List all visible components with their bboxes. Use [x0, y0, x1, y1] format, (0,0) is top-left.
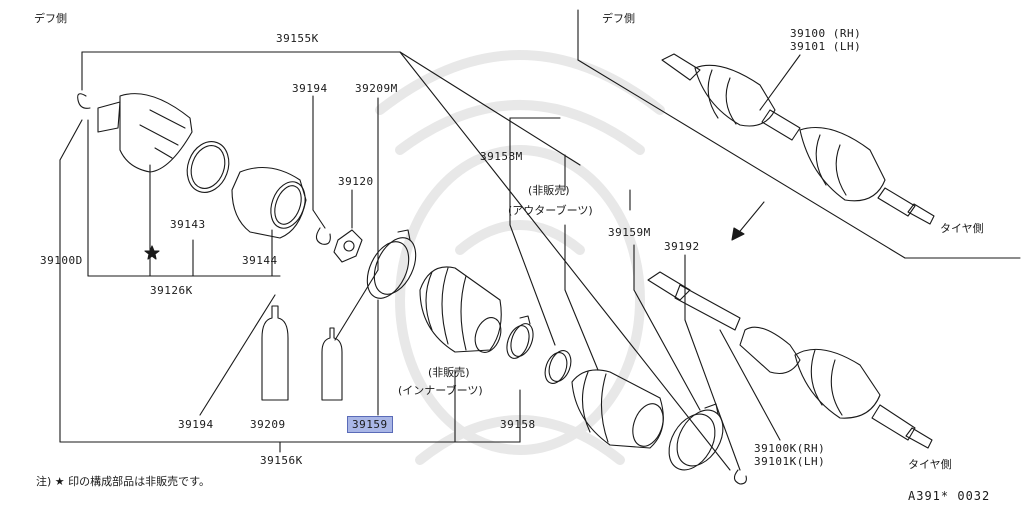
label-39100D: 39100D — [40, 254, 83, 267]
part-dust-cover — [231, 167, 307, 239]
label-39101KLH: 39101K(LH) — [754, 455, 826, 468]
part-drive-shaft-upper — [661, 53, 935, 225]
footnote: 注) ★ 印の構成部品は非販売です。 — [36, 475, 211, 488]
label-39158: 39158 — [500, 418, 536, 431]
label-39155K: 39155K — [276, 32, 319, 45]
label-39100RH: 39100 (RH) — [790, 27, 862, 40]
label-39192: 39192 — [664, 240, 700, 253]
part-grease-tube-small — [321, 327, 343, 401]
label-diff-side-left: デフ側 — [34, 12, 67, 25]
label-39143: 39143 — [170, 218, 206, 231]
label-39209M: 39209M — [355, 82, 398, 95]
label-diff-side-right: デフ側 — [602, 12, 635, 25]
label-tire-side-upper: タイヤ側 — [940, 222, 984, 235]
part-inner-joint-housing — [97, 93, 193, 173]
part-boot-band-small — [506, 315, 534, 359]
part-o-ring — [186, 141, 230, 193]
label-39156K: 39156K — [260, 454, 303, 467]
label-39159-highlighted[interactable]: 39159 — [347, 416, 393, 433]
part-snap-ring-left — [77, 93, 91, 109]
label-tire-side-lower: タイヤ側 — [908, 458, 952, 471]
label-39101LH: 39101 (LH) — [790, 40, 862, 53]
part-drive-shaft-lower — [647, 271, 933, 449]
label-39126K: 39126K — [150, 284, 193, 297]
label-39100KRH: 39100K(RH) — [754, 442, 826, 455]
part-star-marker — [144, 245, 160, 260]
label-39194-top: 39194 — [292, 82, 328, 95]
part-grease-tube-large — [261, 305, 289, 401]
part-spider-assembly — [333, 229, 363, 263]
part-inner-boot — [419, 266, 502, 353]
part-boot-band-outer — [544, 350, 572, 384]
part-snap-ring-right — [733, 469, 747, 485]
label-not-sold-inner: (非販売) — [428, 366, 470, 379]
part-boot-band-inner — [366, 229, 417, 299]
label-not-sold-outer: (非販売) — [528, 184, 570, 197]
label-39120: 39120 — [338, 175, 374, 188]
part-boot-band-outer-large — [668, 403, 724, 471]
label-39144: 39144 — [242, 254, 278, 267]
reference-code: A391* 0032 — [908, 489, 991, 503]
callout-lines — [59, 9, 1021, 471]
label-outer-boots: (アウターブーツ) — [508, 204, 593, 217]
label-inner-boots: (インナーブーツ) — [398, 384, 483, 397]
direction-arrow-icon — [731, 201, 765, 241]
label-39159M: 39159M — [608, 226, 651, 239]
label-39158M: 39158M — [480, 150, 523, 163]
part-snap-ring-center — [315, 227, 331, 245]
label-39209: 39209 — [250, 418, 286, 431]
label-39194-bottom: 39194 — [178, 418, 214, 431]
part-outer-boot — [571, 369, 664, 449]
